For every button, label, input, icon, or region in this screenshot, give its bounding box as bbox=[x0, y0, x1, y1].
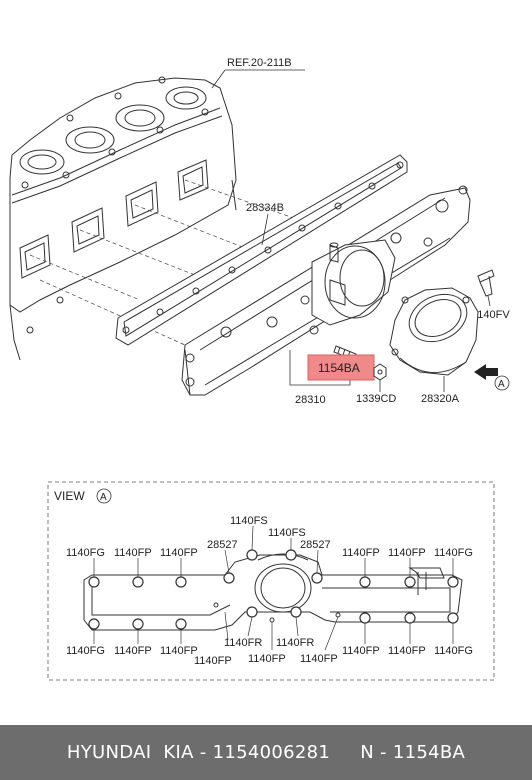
view-label: 1140FP bbox=[248, 653, 286, 665]
label-28320A-group: 28320A bbox=[421, 376, 460, 405]
manifold-28310 bbox=[181, 185, 471, 396]
view-label: 1140FP bbox=[114, 645, 152, 657]
view-a-bolt-marks bbox=[88, 549, 459, 630]
view-label: 1140FG bbox=[434, 645, 473, 657]
footer-separator: - bbox=[193, 742, 213, 763]
view-label: 1140FP bbox=[160, 547, 198, 559]
highlight-box-1154BA bbox=[307, 354, 375, 381]
view-label: 1140FR bbox=[224, 637, 262, 649]
label-1339CD: 1339CD bbox=[356, 393, 396, 405]
view-title: VIEW bbox=[54, 489, 85, 503]
view-arrow-a: A bbox=[474, 364, 510, 391]
ref-callout: REF.20-211B bbox=[211, 57, 305, 89]
view-label: 1140FP bbox=[388, 547, 426, 559]
view-a-leaders bbox=[93, 525, 454, 651]
label-28320A: 28320A bbox=[421, 393, 460, 405]
view-label: 1140FS bbox=[268, 527, 306, 539]
label-1140FV: 1140FV bbox=[472, 309, 510, 321]
view-label: 1140FR bbox=[276, 637, 314, 649]
view-label: 1140FP bbox=[114, 547, 152, 559]
view-label: 28527 bbox=[300, 539, 331, 551]
footer-part-number: 1154006281 bbox=[212, 742, 331, 763]
view-label: 1140FP bbox=[342, 645, 380, 657]
view-a-bottom-labels: 1140FG 1140FP 1140FP 1140FP 1140FR 1140F… bbox=[66, 637, 473, 667]
view-label: 1140FP bbox=[300, 653, 338, 665]
part-number-footer: HYUNDAI KIA - 1154006281 N - 1154BA bbox=[0, 725, 532, 780]
label-1154BA: 1154BA bbox=[318, 361, 360, 375]
arrow-letter: A bbox=[498, 379, 505, 390]
engine-block-drawing bbox=[9, 76, 237, 361]
footer-separator-2: N - bbox=[330, 742, 393, 763]
nut-1339CD bbox=[373, 363, 387, 381]
view-letter: A bbox=[100, 492, 107, 503]
view-label: 1140FG bbox=[66, 547, 105, 559]
dashed-leaders bbox=[29, 179, 306, 346]
view-label: 1140FS bbox=[230, 515, 268, 527]
parts-diagram: REF.20-211B 28334B bbox=[9, 57, 510, 681]
label-1339CD-group: 1339CD bbox=[356, 380, 396, 405]
view-label: 1140FP bbox=[160, 645, 198, 657]
ref-label: REF.20-211B bbox=[227, 57, 292, 69]
elbow-28320A bbox=[389, 287, 479, 376]
view-a-title: VIEW A bbox=[54, 488, 112, 504]
footer-code: 1154BA bbox=[392, 742, 466, 763]
view-label: 1140FP bbox=[342, 547, 380, 559]
view-label: 1140FG bbox=[434, 547, 473, 559]
label-28310: 28310 bbox=[295, 394, 326, 406]
view-label: 28527 bbox=[207, 539, 238, 551]
label-28334B: 28334B bbox=[246, 202, 284, 214]
label-1140FV-group: 1140FV bbox=[472, 295, 510, 321]
label-28334B-group: 28334B bbox=[246, 202, 284, 246]
gasket-28334B bbox=[115, 154, 408, 346]
footer-brand: HYUNDAI KIA bbox=[66, 742, 194, 763]
view-a-gasket bbox=[83, 553, 463, 631]
view-label: 1140FP bbox=[194, 655, 232, 667]
view-a-top-labels: 1140FG 1140FP 1140FP 28527 1140FS 1140FS… bbox=[66, 515, 473, 559]
bolt-1140FV bbox=[477, 269, 495, 297]
view-label: 1140FP bbox=[388, 645, 426, 657]
view-label: 1140FG bbox=[66, 645, 105, 657]
